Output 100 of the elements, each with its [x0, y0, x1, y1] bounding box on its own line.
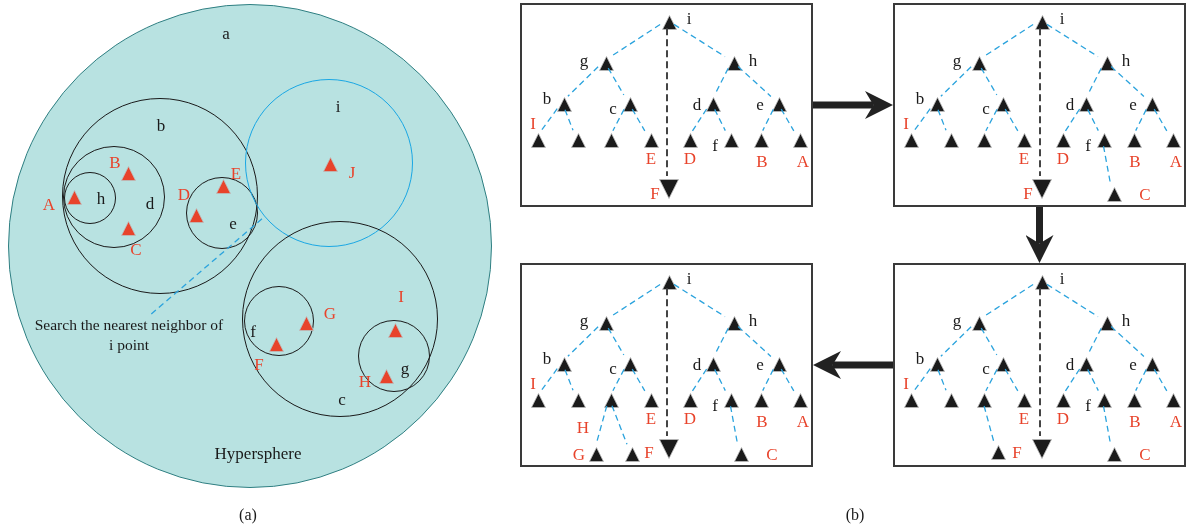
region-label: h	[96, 189, 106, 207]
triangle-marker	[771, 356, 787, 372]
triangle-marker	[1144, 356, 1160, 372]
tree-edge	[1004, 368, 1019, 392]
region-label: b	[156, 116, 166, 134]
point-label: d	[692, 95, 702, 113]
tree-panel	[520, 263, 813, 467]
triangle-marker	[1055, 132, 1071, 148]
point-label: e	[756, 355, 764, 373]
down-triangle-marker	[659, 439, 679, 459]
tree-edge	[607, 67, 625, 96]
triangle-marker	[1055, 392, 1071, 408]
point-label: B	[756, 152, 768, 170]
triangle-marker	[188, 207, 204, 223]
triangle-marker	[943, 392, 959, 408]
triangle-marker	[268, 336, 284, 352]
tree-edge	[780, 368, 795, 392]
triangle-marker	[929, 356, 945, 372]
tree-edge	[611, 405, 628, 445]
point-label: F	[1012, 443, 1022, 461]
tree-edge	[1153, 368, 1168, 392]
tree-edge	[1087, 368, 1099, 392]
triangle-marker	[643, 132, 659, 148]
point-label: i	[1059, 9, 1065, 27]
tree-edge	[607, 327, 625, 356]
tree-edge	[729, 405, 739, 445]
triangle-marker	[726, 315, 742, 331]
triangle-marker	[1099, 55, 1115, 71]
region-label: e	[229, 214, 237, 232]
tree-edge	[983, 405, 995, 443]
tree-edge	[913, 368, 931, 392]
point-label: C	[1139, 185, 1151, 203]
point-label: A	[796, 412, 810, 430]
tree-edge	[1135, 368, 1147, 392]
triangle-marker	[1144, 96, 1160, 112]
down-triangle-marker	[1032, 439, 1052, 459]
triangle-marker	[726, 55, 742, 71]
point-label: b	[542, 349, 552, 367]
triangle-marker	[622, 356, 638, 372]
triangle-marker	[66, 189, 82, 205]
triangle-marker	[1106, 186, 1122, 202]
triangle-marker	[1126, 132, 1142, 148]
point-label: H	[358, 372, 372, 390]
down-triangle-marker	[1032, 179, 1052, 199]
point-label: e	[1129, 355, 1137, 373]
triangle-marker	[1096, 132, 1112, 148]
point-label: F	[254, 355, 264, 373]
arrow	[1025, 207, 1054, 263]
triangle-marker	[995, 356, 1011, 372]
point-label: i	[686, 9, 692, 27]
triangle-marker	[971, 315, 987, 331]
triangle-marker	[215, 178, 231, 194]
tree-edge	[737, 325, 772, 358]
triangle-marker	[753, 392, 769, 408]
point-label: h	[1121, 311, 1131, 329]
region-label: d	[145, 194, 155, 212]
triangle-marker	[588, 446, 604, 462]
triangle-marker	[298, 315, 314, 331]
tree-edge	[737, 65, 772, 98]
tree-edge	[610, 283, 661, 318]
triangle-marker	[792, 392, 808, 408]
triangle-marker	[990, 444, 1006, 460]
triangle-marker	[643, 392, 659, 408]
point-label: c	[982, 99, 990, 117]
tree-edge	[1102, 145, 1112, 185]
tree-edge	[564, 369, 574, 391]
tree-edge	[980, 327, 998, 356]
tree-edge	[540, 368, 558, 392]
tree-edge	[985, 108, 998, 132]
triangle-marker	[1078, 96, 1094, 112]
triangle-marker	[1034, 274, 1050, 290]
point-label: J	[348, 163, 356, 181]
triangle-marker	[1099, 315, 1115, 331]
point-label: E	[230, 164, 242, 182]
point-label: I	[903, 114, 909, 132]
tree-edge	[567, 326, 599, 357]
point-label: B	[756, 412, 768, 430]
point-label: h	[748, 311, 758, 329]
point-label: g	[579, 51, 589, 69]
tree-edge	[940, 326, 972, 357]
point-label: g	[952, 51, 962, 69]
point-label: b	[915, 349, 925, 367]
triangle-marker	[603, 392, 619, 408]
triangle-marker	[570, 392, 586, 408]
tree-edge	[762, 368, 774, 392]
triangle-marker	[1106, 446, 1122, 462]
leader-line	[150, 216, 265, 315]
triangle-marker	[598, 55, 614, 71]
point-label: B	[109, 153, 121, 171]
triangle-marker	[570, 132, 586, 148]
point-label: B	[1129, 152, 1141, 170]
triangle-marker	[903, 132, 919, 148]
triangle-marker	[598, 315, 614, 331]
tree-edge	[983, 283, 1034, 318]
point-label: g	[579, 311, 589, 329]
tree-edge	[610, 23, 661, 58]
triangle-marker	[622, 96, 638, 112]
triangle-marker	[387, 322, 403, 338]
point-label: C	[130, 240, 142, 258]
triangle-marker	[995, 96, 1011, 112]
